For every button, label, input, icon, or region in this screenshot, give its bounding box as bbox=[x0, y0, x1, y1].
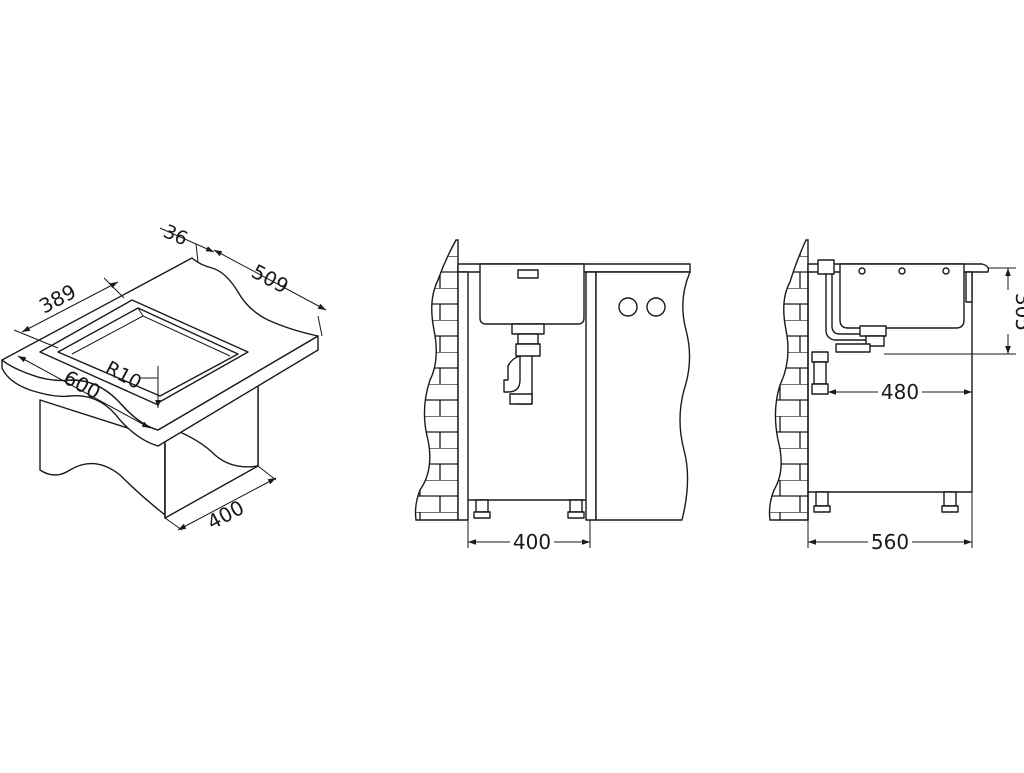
iso-depth-label: 389 bbox=[35, 279, 80, 318]
side-trap-connector bbox=[836, 344, 870, 352]
side-wall bbox=[770, 240, 809, 520]
front-adjacent-cabinet bbox=[596, 272, 690, 520]
side-cabinet-label: 560 bbox=[871, 530, 909, 554]
front-drain-neck bbox=[518, 334, 538, 344]
side-view: 305 480 560 bbox=[770, 240, 1024, 554]
front-wall bbox=[416, 240, 459, 520]
front-overflow bbox=[518, 270, 538, 278]
side-foot-right bbox=[942, 506, 958, 512]
side-overflow-head bbox=[818, 260, 834, 274]
side-height-label: 305 bbox=[1011, 293, 1024, 331]
isometric-view: R10 389 36 509 600 400 bbox=[2, 220, 326, 534]
iso-cabinet-label: 400 bbox=[203, 495, 248, 534]
side-leg-left bbox=[816, 492, 828, 506]
side-drain bbox=[860, 326, 886, 336]
front-leg-left bbox=[476, 500, 488, 512]
iso-length-ext bbox=[318, 316, 322, 336]
front-panel-left bbox=[458, 272, 468, 520]
front-foot-right bbox=[568, 512, 584, 518]
side-foot-left bbox=[814, 506, 830, 512]
front-view: 400 bbox=[416, 240, 691, 554]
front-panel-right bbox=[586, 272, 596, 520]
front-drain bbox=[512, 324, 544, 334]
side-siphon-nut bbox=[812, 352, 828, 362]
iso-length-label: 509 bbox=[248, 259, 293, 298]
iso-cabinet-ext-1 bbox=[165, 518, 182, 530]
side-bowl-label: 480 bbox=[881, 380, 919, 404]
front-foot-left bbox=[474, 512, 490, 518]
iso-rim-label: 36 bbox=[160, 220, 191, 250]
side-leg-right bbox=[944, 492, 956, 506]
front-siphon-nut bbox=[516, 344, 540, 356]
side-siphon bbox=[814, 362, 826, 384]
iso-cabinet-ext-2 bbox=[258, 466, 276, 480]
side-siphon-bottom bbox=[812, 384, 828, 394]
front-siphon-bottom bbox=[510, 394, 532, 404]
iso-rim-ext bbox=[196, 244, 198, 262]
front-dim-label: 400 bbox=[513, 530, 551, 554]
side-front-bracket bbox=[966, 272, 972, 302]
front-leg-right bbox=[570, 500, 582, 512]
